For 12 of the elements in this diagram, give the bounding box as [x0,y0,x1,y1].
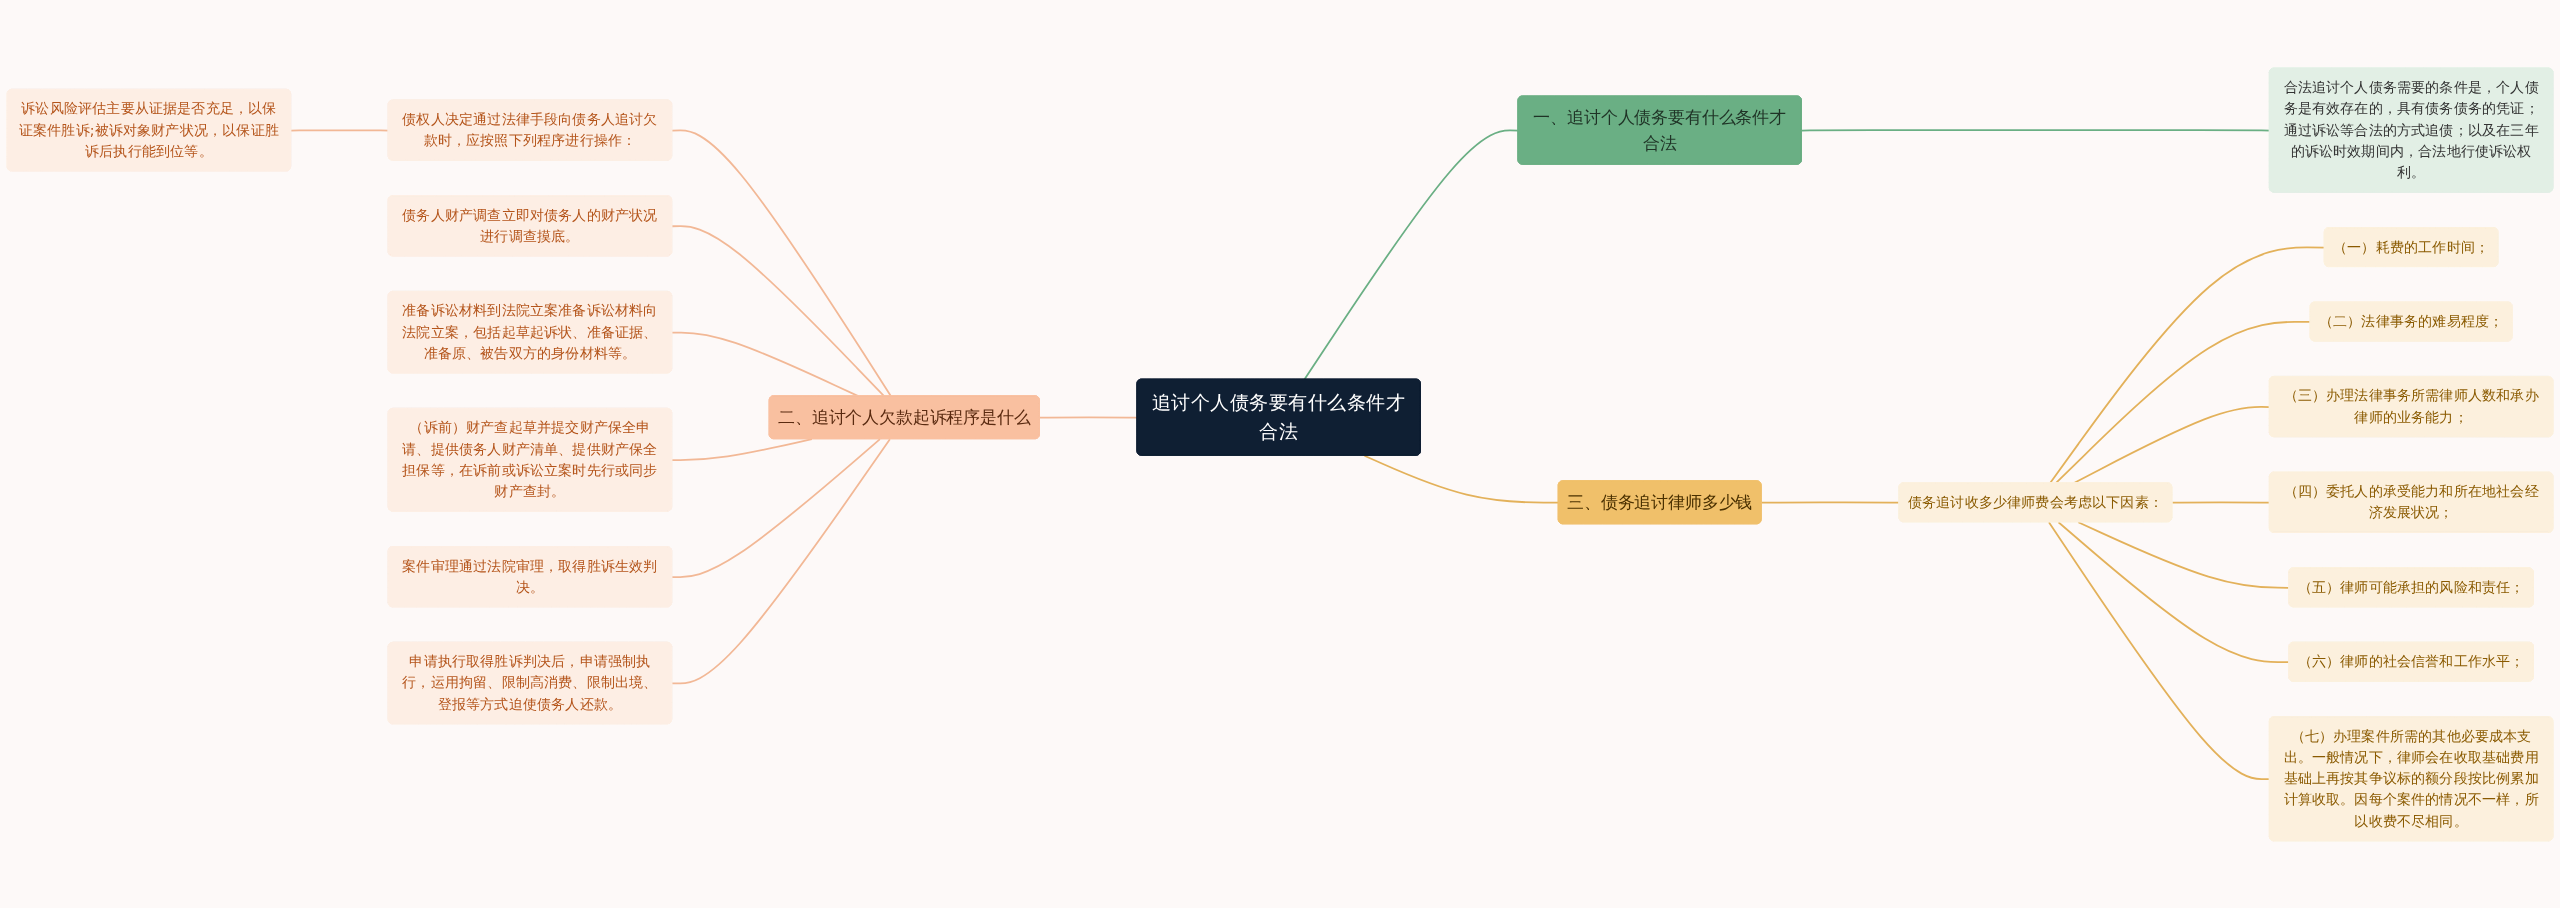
connector [671,224,885,397]
connector [2054,320,2312,484]
connector [671,129,892,397]
connector [671,437,881,578]
connector [671,437,813,461]
connector [2049,246,2326,484]
connector [1801,128,2271,131]
connector [1363,454,1560,504]
connector [2171,501,2271,504]
connector [2048,520,2271,780]
connector [671,437,891,684]
connector [290,128,390,131]
